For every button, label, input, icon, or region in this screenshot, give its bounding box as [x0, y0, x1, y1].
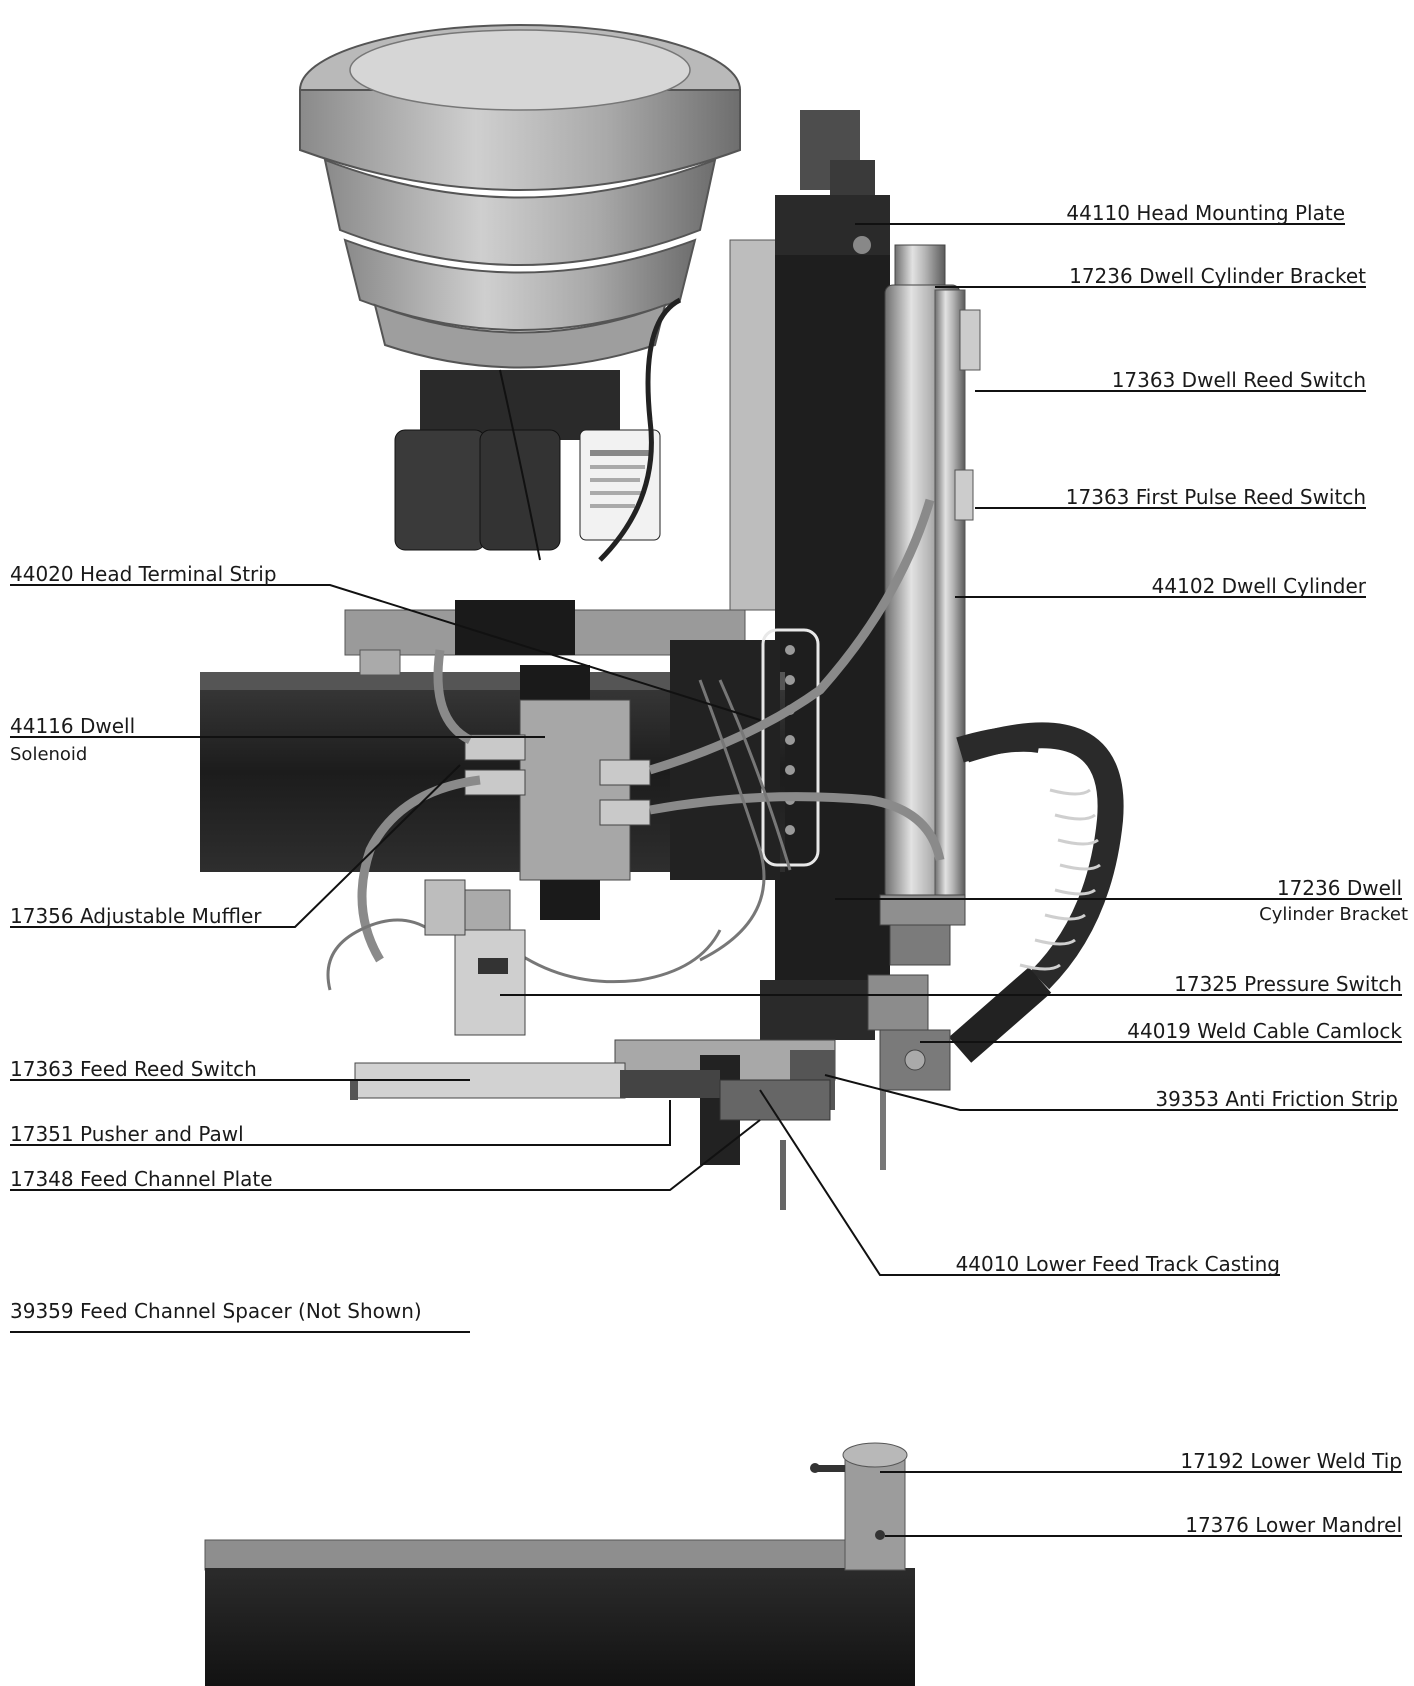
feeder-bowl [299, 24, 741, 369]
label-39353-anti-friction-strip: 39353 Anti Friction Strip [1155, 1087, 1398, 1111]
label-44116-dwell: 44116 Dwell [10, 714, 135, 738]
leader-lines [10, 223, 1402, 1537]
vibrator-drive [394, 297, 682, 562]
dwell-solenoid [455, 600, 651, 920]
weld-cable [948, 722, 1124, 1063]
label-44020-head-terminal-strip: 44020 Head Terminal Strip [10, 562, 277, 586]
label-44019-weld-cable-camlock: 44019 Weld Cable Camlock [1127, 1019, 1402, 1043]
callout-labels: 44110 Head Mounting Plate 17236 Dwell Cy… [10, 201, 1408, 1537]
label-17236-dwell-cylinder-bracket: 17236 Dwell Cylinder Bracket [1069, 264, 1366, 288]
label-17325-pressure-switch: 17325 Pressure Switch [1174, 972, 1402, 996]
label-17376-lower-mandrel: 17376 Lower Mandrel [1185, 1513, 1402, 1537]
label-39359-feed-channel-spacer: 39359 Feed Channel Spacer (Not Shown) [10, 1299, 422, 1323]
label-44110-head-mounting-plate: 44110 Head Mounting Plate [1066, 201, 1345, 225]
label-44102-dwell-cylinder: 44102 Dwell Cylinder [1152, 574, 1367, 598]
pressure-switch [424, 879, 526, 1036]
label-17363-feed-reed-switch: 17363 Feed Reed Switch [10, 1057, 257, 1081]
label-17363-dwell-reed-switch: 17363 Dwell Reed Switch [1112, 368, 1366, 392]
label-17348-feed-channel-plate: 17348 Feed Channel Plate [10, 1167, 273, 1191]
feed-assembly [350, 974, 951, 1210]
label-44010-lower-feed-track-casting: 44010 Lower Feed Track Casting [956, 1252, 1280, 1276]
head-assembly-photo [200, 24, 1124, 1210]
dwell-cylinder [879, 244, 981, 966]
label-44116-solenoid: Solenoid [10, 744, 87, 765]
label-17236-cylinder-bracket: Cylinder Bracket [1259, 904, 1408, 925]
label-17363-first-pulse-reed-switch: 17363 First Pulse Reed Switch [1066, 485, 1366, 509]
label-17236-dwell: 17236 Dwell [1277, 876, 1402, 900]
label-17351-pusher-and-pawl: 17351 Pusher and Pawl [10, 1122, 244, 1146]
label-17192-lower-weld-tip: 17192 Lower Weld Tip [1180, 1449, 1402, 1473]
label-17356-adjustable-muffler: 17356 Adjustable Muffler [10, 904, 262, 928]
lower-mandrel-photo [204, 1442, 915, 1686]
